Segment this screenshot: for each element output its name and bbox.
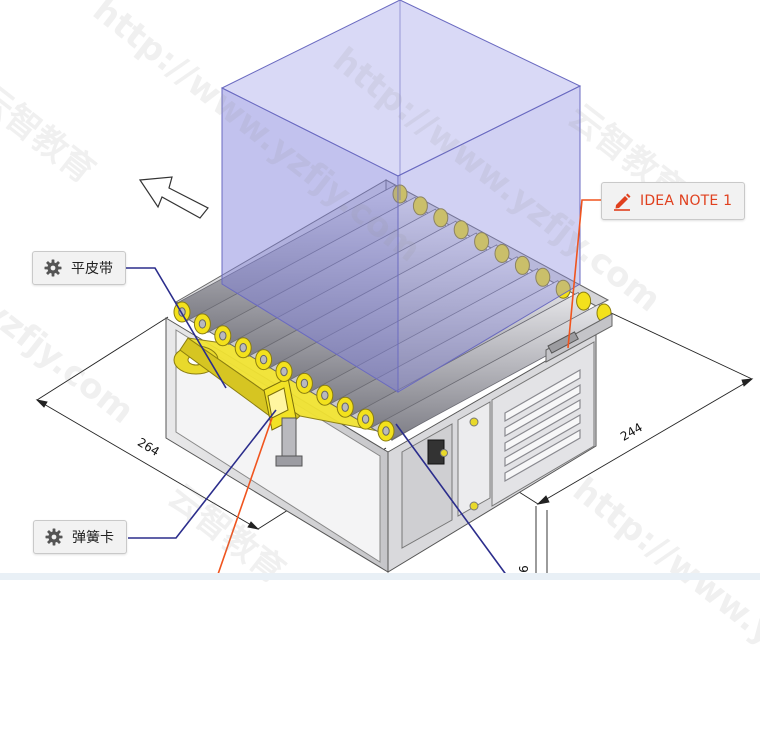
roller-hub — [361, 414, 370, 424]
roller-hub — [341, 402, 349, 412]
direction-arrow-icon — [138, 176, 209, 219]
callout-flat-belt[interactable]: 平皮带 — [32, 251, 126, 285]
bottom-status-strip — [0, 573, 760, 580]
roller-end-cap — [474, 232, 490, 252]
roller-end-cap — [514, 255, 530, 275]
roller-hub — [239, 343, 247, 353]
roller-end-cap — [535, 267, 551, 287]
gear-icon — [44, 259, 62, 277]
callout-spring-clip-label: 弹簧卡 — [72, 530, 114, 546]
callout-spring-clip[interactable]: 弹簧卡 — [33, 520, 127, 554]
roller-hub — [321, 390, 329, 400]
roller-hub — [219, 331, 227, 341]
side-rail — [545, 313, 613, 363]
rollers — [173, 184, 612, 442]
roller-hub — [280, 366, 288, 377]
spring-clip — [263, 377, 303, 467]
gear-icon — [45, 528, 63, 546]
roller-end-cap — [494, 244, 510, 263]
leader-lines — [125, 199, 601, 580]
roller-hub — [382, 426, 390, 436]
transparent-box — [220, 0, 582, 393]
dimension-height-label: 6 — [516, 565, 531, 573]
callout-idea-note-label: IDEA NOTE 1 — [640, 193, 733, 209]
conveyor-diagram — [35, 0, 754, 580]
roller-hub — [198, 319, 207, 329]
roller-hub — [259, 354, 268, 365]
roller-end-cap — [412, 196, 428, 216]
roller-end-cap — [453, 220, 469, 240]
cabinet — [165, 317, 597, 573]
roller-hub — [300, 378, 309, 389]
pencil-icon — [614, 193, 631, 211]
roller-end-cap — [433, 208, 449, 228]
roller-end-cap — [576, 291, 592, 311]
roller-end-cap — [555, 279, 571, 299]
callout-flat-belt-label: 平皮带 — [71, 261, 113, 277]
callout-idea-note[interactable]: IDEA NOTE 1 — [601, 182, 746, 220]
